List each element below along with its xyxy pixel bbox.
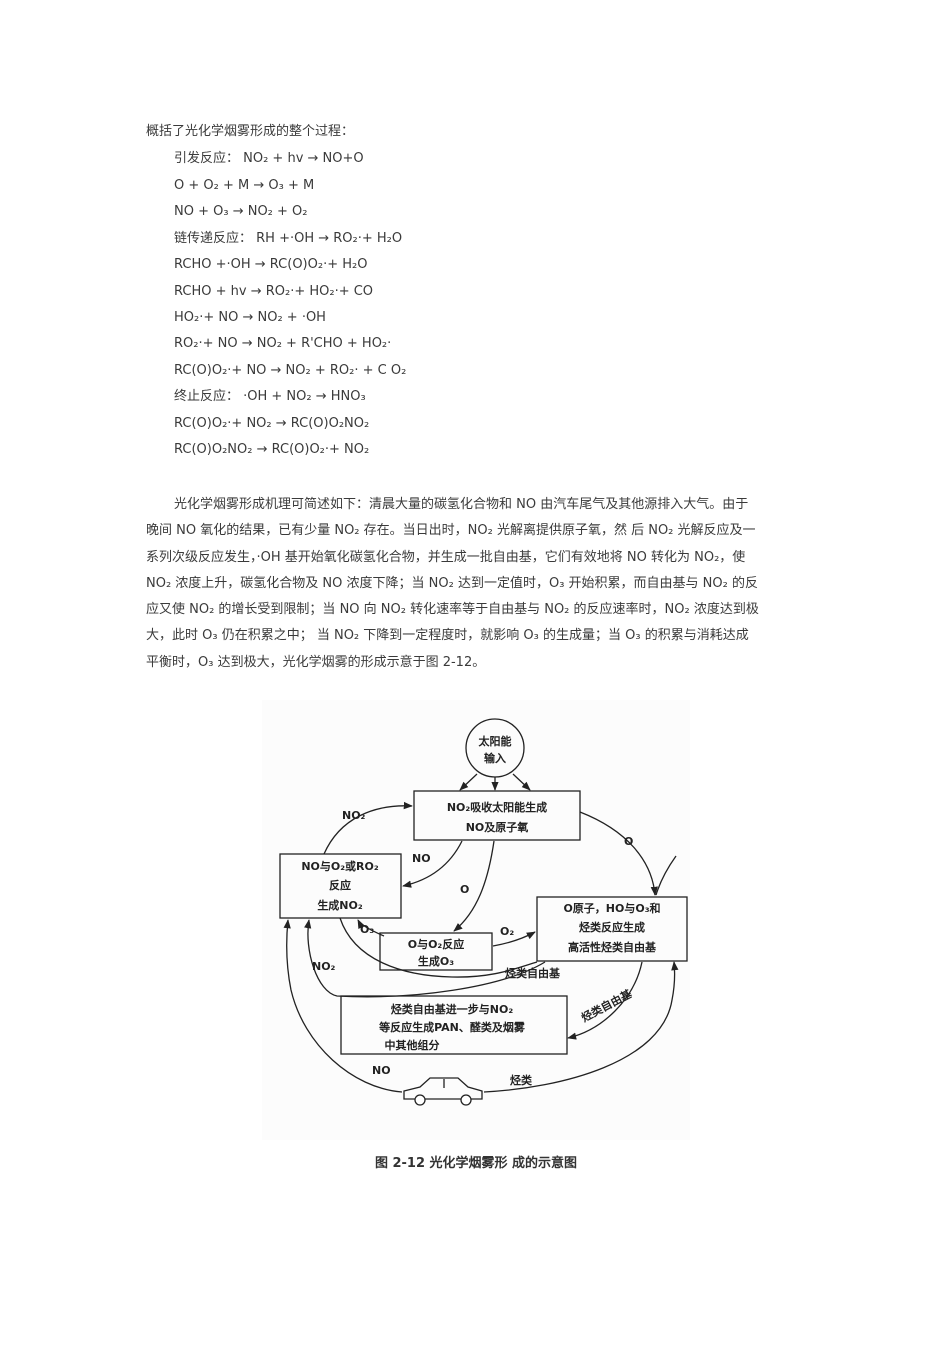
equation-line: RC(O)O₂NO₂ → RC(O)O₂·+ NO₂ xyxy=(174,442,370,457)
equation-line: NO + O₃ → NO₂ + O₂ xyxy=(174,204,308,219)
left-box-line-1: NO与O₂或RO₂ xyxy=(301,859,379,873)
paragraph-line: 光化学烟雾形成机理可简述如下：清晨大量的碳氢化合物和 NO 由汽车尾气及其他源排… xyxy=(174,497,749,512)
box-o3-formation xyxy=(379,932,493,971)
solar-line-2: 输入 xyxy=(484,751,506,765)
label-no-bottom: NO xyxy=(372,1064,391,1077)
box-pan-formation xyxy=(340,995,568,1055)
arrow-no2-left xyxy=(304,919,546,998)
label-o-mid: O xyxy=(460,883,469,896)
left-box-line-3: 生成NO₂ xyxy=(317,898,363,912)
equation-line: 终止反应： ·OH + NO₂ → HNO₃ xyxy=(174,389,366,404)
paragraph-line: 系列次级反应发生，·OH 基开始氧化碳氢化合物，并生成一批自由基，它们有效地将 … xyxy=(146,549,746,565)
arrow-no-to-left xyxy=(402,840,463,888)
arrow-hc-from-car xyxy=(483,961,679,1093)
smog-formation-diagram: 太阳能 输入 NO₂吸收太阳能生成 NO及原子氧 NO与O₂或RO₂ 反应 生成… xyxy=(262,700,690,1140)
label-o3: O₃ xyxy=(360,923,374,936)
bottom-box-line-2: 等反应生成PAN、醛类及烟雾 xyxy=(378,1020,526,1034)
arrow-o-to-mid xyxy=(453,840,495,932)
label-no-mid: NO xyxy=(412,852,431,865)
top-box-line-2: NO及原子氧 xyxy=(466,820,529,834)
mid-box-line-1: O与O₂反应 xyxy=(408,937,465,951)
paragraph-line: 应又使 NO₂ 的增长受到限制；当 NO 向 NO₂ 转化速率等于自由基与 NO… xyxy=(146,602,759,618)
equation-line: RC(O)O₂·+ NO₂ → RC(O)O₂NO₂ xyxy=(174,416,370,431)
equation-line: O + O₂ + M → O₃ + M xyxy=(174,178,315,193)
line-radical-upper xyxy=(339,917,538,978)
arrow-solar-left xyxy=(459,773,478,791)
arrow-no-from-car xyxy=(283,919,403,1093)
left-box-line-2: 反应 xyxy=(329,878,351,892)
solar-line-1: 太阳能 xyxy=(478,734,512,748)
mid-box-line-2: 生成O₃ xyxy=(418,954,454,968)
paragraph-line: 晚间 NO 氧化的结果，已有少量 NO₂ 存在。当日出时，NO₂ 光解离提供原子… xyxy=(146,523,756,539)
diagram-svg: 太阳能 输入 NO₂吸收太阳能生成 NO及原子氧 NO与O₂或RO₂ 反应 生成… xyxy=(279,718,688,1106)
mechanism-paragraph: 光化学烟雾形成机理可简述如下：清晨大量的碳氢化合物和 NO 由汽车尾气及其他源排… xyxy=(146,492,810,676)
label-radical-1: 烃类自由基 xyxy=(505,966,561,980)
equation-line: RC(O)O₂·+ NO → NO₂ + RO₂· + C O₂ xyxy=(174,363,407,378)
top-box-line-1: NO₂吸收太阳能生成 xyxy=(447,800,547,814)
equation-line: RO₂·+ NO → NO₂ + R'CHO + HO₂· xyxy=(174,336,392,351)
arrow-o3-to-left xyxy=(357,919,385,937)
bottom-box-line-3: 中其他组分 xyxy=(385,1038,440,1052)
car-icon xyxy=(403,1077,483,1106)
right-box-line-2: 烃类反应生成 xyxy=(579,920,645,934)
box-no2-photolysis xyxy=(413,790,581,841)
label-hc-bottom: 烃类 xyxy=(510,1073,533,1087)
intro-text: 概括了光化学烟雾形成的整个过程： xyxy=(146,124,355,139)
equation-line: RCHO +·OH → RC(O)O₂·+ H₂O xyxy=(174,257,368,272)
paragraph-line: NO₂ 浓度上升，碳氢化合物及 NO 浓度下降；当 NO₂ 达到一定值时，O₃ … xyxy=(146,575,758,591)
equation-line: 链传递反应： RH +·OH → RO₂·+ H₂O xyxy=(174,231,403,246)
solar-input-circle xyxy=(465,718,525,778)
arrow-o-to-right xyxy=(579,811,658,896)
right-box-line-3: 高活性烃类自由基 xyxy=(568,940,657,954)
label-o2: O₂ xyxy=(500,925,514,938)
bottom-box-line-1: 烃类自由基进一步与NO₂ xyxy=(391,1002,514,1016)
arrow-solar-right xyxy=(512,773,531,791)
right-box-line-1: O原子，HO与O₃和 xyxy=(563,901,660,915)
figure-caption: 图 2-12 光化学烟雾形 成的示意图 xyxy=(374,1156,578,1171)
paragraph-line: 大，此时 O₃ 仍在积累之中； 当 NO₂ 下降到一定程度时，就影响 O₃ 的生… xyxy=(146,628,749,644)
arrow-o2-to-right xyxy=(492,931,536,947)
arrow-no2-top xyxy=(323,801,413,855)
arrow-radical-to-bottom xyxy=(567,961,643,1040)
equation-line: 引发反应： NO₂ + hv → NO+O xyxy=(174,151,364,166)
label-no2-left: NO₂ xyxy=(312,960,336,973)
line-incoming-right xyxy=(655,855,677,896)
equation-line: RCHO + hv → RO₂·+ HO₂·+ CO xyxy=(174,284,374,299)
paragraph-line: 平衡时，O₃ 达到极大，光化学烟雾的形成示意于图 2-12。 xyxy=(146,654,486,670)
label-o-right: O xyxy=(624,835,633,848)
box-radical-formation xyxy=(536,896,688,962)
label-no2-top: NO₂ xyxy=(342,809,366,822)
equation-line: HO₂·+ NO → NO₂ + ·OH xyxy=(174,310,326,325)
